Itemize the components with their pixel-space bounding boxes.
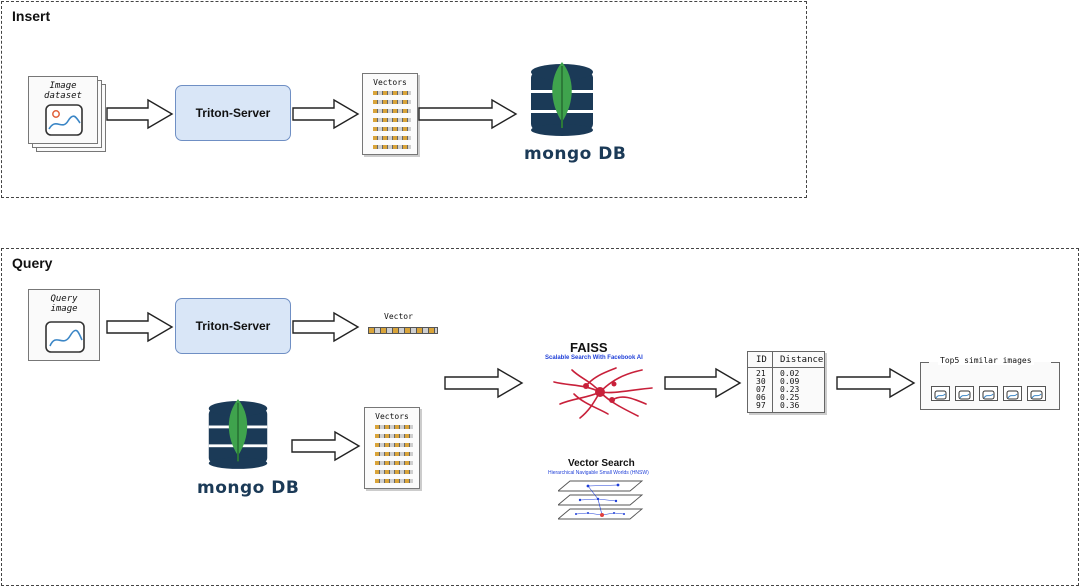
table-header-id: ID: [756, 355, 767, 365]
arrow-icon: [292, 98, 360, 130]
image-icon: [45, 104, 83, 136]
row-distance: 0.02: [780, 369, 800, 378]
image-thumbnail-icon: [979, 386, 998, 401]
query-title: Query: [12, 255, 53, 271]
image-thumbnail-icon: [1027, 386, 1046, 401]
insert-vectors-label: Vectors: [373, 78, 407, 87]
arrow-icon: [444, 367, 524, 399]
image-icon: [45, 321, 85, 353]
row-distance: 0.25: [780, 393, 800, 402]
row-id: 97: [756, 401, 766, 410]
row-id: 06: [756, 393, 766, 402]
top5-label: Top5 similar images: [938, 356, 1034, 365]
row-distance: 0.23: [780, 385, 800, 394]
image-thumbnail-icon: [1003, 386, 1022, 401]
insert-vectors-card: Vectors: [362, 73, 418, 155]
row-distance: 0.09: [780, 377, 800, 386]
query-mongo-label: mongo DB: [197, 478, 300, 498]
hnsw-layers-graphic: [558, 480, 644, 520]
query-vectors-label: Vectors: [375, 412, 409, 421]
arrow-icon: [106, 98, 174, 130]
image-thumbnail-icon: [955, 386, 974, 401]
insert-triton-server: Triton-Server: [175, 85, 291, 141]
arrow-icon: [292, 311, 360, 343]
arrow-icon: [664, 367, 742, 399]
insert-title: Insert: [12, 8, 51, 24]
table-header-distance: Distance: [780, 355, 824, 365]
query-vector-bar: [368, 327, 438, 334]
arrow-icon: [106, 311, 174, 343]
table-header: ID Distance: [748, 352, 824, 368]
top5-results-box: Top5 similar images: [920, 356, 1060, 410]
mongodb-logo-icon: [208, 399, 268, 469]
vector-search-subtitle: Hierarchical Navigable Small Worlds (HNS…: [548, 470, 649, 476]
faiss-network-graphic: [553, 367, 653, 419]
vector-search-title: Vector Search: [568, 458, 635, 469]
row-id: 21: [756, 369, 766, 378]
query-vectors-card: Vectors: [364, 407, 420, 489]
arrow-icon: [418, 98, 518, 130]
faiss-subtitle: Scalable Search With Facebook AI: [545, 355, 643, 361]
image-thumbnail-icon: [931, 386, 950, 401]
row-id: 07: [756, 385, 766, 394]
mongodb-logo-icon: [531, 62, 593, 136]
arrow-icon: [836, 367, 916, 399]
image-dataset-stack: Image dataset: [28, 74, 108, 156]
query-triton-server: Triton-Server: [175, 298, 291, 354]
faiss-title: FAISS: [570, 340, 608, 355]
row-distance: 0.36: [780, 401, 800, 410]
insert-section: Insert: [1, 1, 807, 198]
query-vector-label: Vector: [384, 312, 413, 321]
insert-mongo-label: mongo DB: [524, 144, 627, 164]
query-section: Query: [1, 248, 1079, 586]
image-dataset-label: Image dataset: [44, 81, 82, 101]
arrow-icon: [291, 430, 361, 462]
query-image-card: Query image: [28, 289, 100, 361]
row-id: 30: [756, 377, 766, 386]
query-image-label: Query image: [50, 294, 78, 314]
